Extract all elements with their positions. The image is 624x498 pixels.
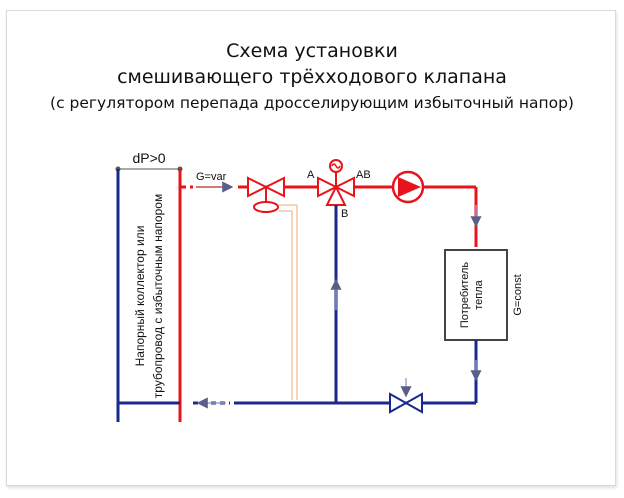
consumer-label-2: тепла xyxy=(473,279,485,309)
g-const-label: G=const xyxy=(512,274,524,315)
heat-consumer-box xyxy=(444,249,508,341)
diagram-title: Схема установки xyxy=(226,40,398,62)
diagram-frame xyxy=(6,10,616,486)
port-ab-label: AB xyxy=(356,169,371,181)
collector-label-2: трубопровод с избыточным напором xyxy=(151,194,165,398)
diagram-title-line2: смешивающего трёхходового клапана xyxy=(117,66,507,88)
dp-label: dP>0 xyxy=(132,150,165,166)
collector-label-1: Напорный коллектор или xyxy=(133,226,147,367)
g-var-label: G=var xyxy=(196,171,227,183)
impulse-tube xyxy=(279,204,298,400)
port-a-label: A xyxy=(307,169,315,181)
three-way-valve xyxy=(317,159,355,206)
balancing-valve xyxy=(389,378,423,414)
port-b-label: B xyxy=(341,208,348,220)
consumer-label-1: Потребитель xyxy=(459,262,471,328)
pressure-regulator-valve xyxy=(247,176,285,213)
diagram-subtitle: (с регулятором перепада дросселирующим и… xyxy=(50,94,574,112)
pump-icon xyxy=(391,170,425,204)
